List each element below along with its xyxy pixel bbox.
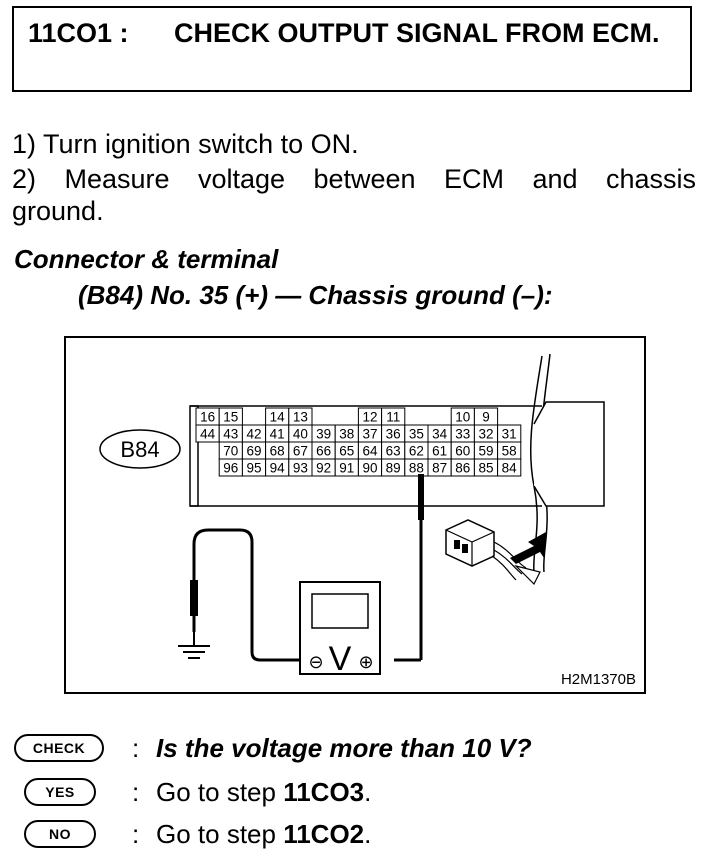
probe-negative bbox=[190, 580, 198, 616]
no-colon: : bbox=[132, 819, 140, 849]
pin-42: 42 bbox=[246, 427, 261, 442]
pin-86: 86 bbox=[455, 461, 470, 476]
pin-35: 35 bbox=[409, 427, 424, 442]
connector-shell-edges bbox=[190, 405, 542, 507]
pin-89: 89 bbox=[386, 461, 401, 476]
yes-prefix: Go to step bbox=[156, 777, 284, 807]
yes-target-step[interactable]: 11CO3 bbox=[283, 777, 365, 807]
probe-positive bbox=[418, 474, 424, 520]
pin-33: 33 bbox=[455, 427, 470, 442]
yes-answer: Go to step 11CO3. bbox=[156, 776, 371, 808]
pin-85: 85 bbox=[478, 461, 493, 476]
pin-88: 88 bbox=[409, 461, 424, 476]
pin-58: 58 bbox=[502, 444, 517, 459]
meter-volt-symbol: V bbox=[329, 640, 352, 678]
connector-label-oval bbox=[99, 429, 181, 469]
pin-65: 65 bbox=[339, 444, 354, 459]
no-answer: Go to step 11CO2. bbox=[156, 818, 371, 850]
pin-59: 59 bbox=[478, 444, 493, 459]
yes-badge: YES bbox=[24, 778, 96, 806]
meter-minus-terminal: ⊖ bbox=[308, 652, 323, 673]
pin-40: 40 bbox=[293, 427, 308, 442]
no-suffix: . bbox=[364, 819, 372, 849]
pin-61: 61 bbox=[432, 444, 447, 459]
pin-41: 41 bbox=[270, 427, 285, 442]
pin-63: 63 bbox=[386, 444, 401, 459]
no-prefix: Go to step bbox=[156, 819, 284, 849]
figure-code: H2M1370B bbox=[561, 671, 636, 688]
connector-body-right bbox=[533, 401, 605, 507]
pin-68: 68 bbox=[270, 444, 285, 459]
pin-grid: 16 15 14 13 12 11 10 9 44 43 42 41 40 39 38 37 36 35 34 33 3… bbox=[195, 407, 522, 477]
yes-suffix: . bbox=[364, 777, 372, 807]
pin-44: 44 bbox=[200, 427, 216, 442]
connector-label: B84 bbox=[120, 437, 159, 462]
pin-87: 87 bbox=[432, 461, 447, 476]
pin-31: 31 bbox=[502, 427, 517, 442]
pin-12: 12 bbox=[362, 410, 377, 425]
negative-lead bbox=[192, 528, 318, 662]
pin-60: 60 bbox=[455, 444, 470, 459]
pin-11: 11 bbox=[386, 410, 400, 425]
pin-39: 39 bbox=[316, 427, 331, 442]
pin-36: 36 bbox=[386, 427, 401, 442]
pin-84: 84 bbox=[502, 461, 518, 476]
pin-90: 90 bbox=[362, 461, 377, 476]
pin-91: 91 bbox=[339, 461, 354, 476]
wiring-figure: B84 16 15 14 13 12 11 10 9 44 43 42 41 40 39 38 37 36 35 3… bbox=[64, 336, 646, 694]
instruction-step-2-line-1: 2) Measure voltage between ECM and chass… bbox=[12, 164, 696, 194]
pin-62: 62 bbox=[409, 444, 424, 459]
small-connector-drawing bbox=[445, 519, 546, 586]
pin-9: 9 bbox=[482, 410, 490, 425]
connector-heading: Connector & terminal bbox=[14, 244, 279, 274]
connector-detail: (B84) No. 35 (+) — Chassis ground (–): bbox=[78, 280, 553, 310]
pin-92: 92 bbox=[316, 461, 331, 476]
pin-66: 66 bbox=[316, 444, 331, 459]
pin-14: 14 bbox=[270, 410, 286, 425]
check-badge: CHECK bbox=[14, 734, 104, 762]
voltmeter-display bbox=[311, 593, 369, 629]
instruction-step-2: 2) Measure voltage between ECM and chass… bbox=[12, 163, 696, 227]
pin-38: 38 bbox=[339, 427, 354, 442]
pin-69: 69 bbox=[246, 444, 261, 459]
pin-34: 34 bbox=[432, 427, 448, 442]
step-title: CHECK OUTPUT SIGNAL FROM ECM. bbox=[174, 18, 660, 48]
pin-67: 67 bbox=[293, 444, 308, 459]
instruction-step-2-line-2: ground. bbox=[12, 196, 104, 226]
pin-95: 95 bbox=[246, 461, 261, 476]
pin-15: 15 bbox=[223, 410, 238, 425]
pin-10: 10 bbox=[455, 410, 470, 425]
yes-colon: : bbox=[132, 777, 140, 807]
pin-84-cell bbox=[497, 458, 522, 477]
pin-93: 93 bbox=[293, 461, 308, 476]
pin-64: 64 bbox=[362, 444, 378, 459]
pin-16: 16 bbox=[200, 410, 215, 425]
instruction-step-1: 1) Turn ignition switch to ON. bbox=[12, 129, 359, 159]
no-badge: NO bbox=[24, 820, 96, 848]
pin-43: 43 bbox=[223, 427, 238, 442]
pin-94: 94 bbox=[270, 461, 286, 476]
meter-plus-terminal: ⊕ bbox=[358, 652, 373, 673]
check-colon: : bbox=[132, 733, 140, 763]
pin-32: 32 bbox=[478, 427, 493, 442]
pin-96: 96 bbox=[223, 461, 238, 476]
step-id: 11CO1 : bbox=[28, 18, 129, 48]
step-header-box: 11CO1 : CHECK OUTPUT SIGNAL FROM ECM. bbox=[12, 6, 692, 92]
pin-13: 13 bbox=[293, 410, 308, 425]
no-target-step[interactable]: 11CO2 bbox=[283, 819, 365, 849]
check-question: Is the voltage more than 10 V? bbox=[156, 733, 532, 763]
pin-37: 37 bbox=[362, 427, 377, 442]
pin-70: 70 bbox=[223, 444, 238, 459]
